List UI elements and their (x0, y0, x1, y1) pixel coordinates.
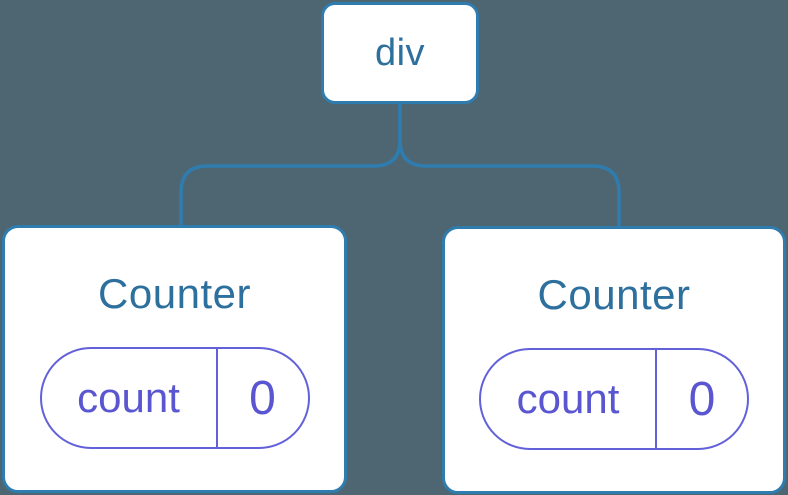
component-title: Counter (537, 271, 691, 318)
connector-branch-left (179, 104, 402, 226)
component-title: Counter (98, 270, 251, 317)
state-pill: count 0 (479, 348, 749, 450)
tree-node-counter-right: Counter count 0 (442, 226, 786, 494)
state-key-label: count (481, 350, 657, 448)
tree-node-div: div (321, 2, 479, 104)
state-key-label: count (42, 349, 218, 447)
state-pill: count 0 (39, 347, 310, 449)
connector-branch-right (398, 104, 621, 227)
tree-node-counter-left: Counter count 0 (2, 225, 347, 493)
state-value-label: 0 (688, 372, 716, 426)
state-value-label: 0 (249, 371, 276, 425)
root-node-label: div (374, 31, 426, 74)
